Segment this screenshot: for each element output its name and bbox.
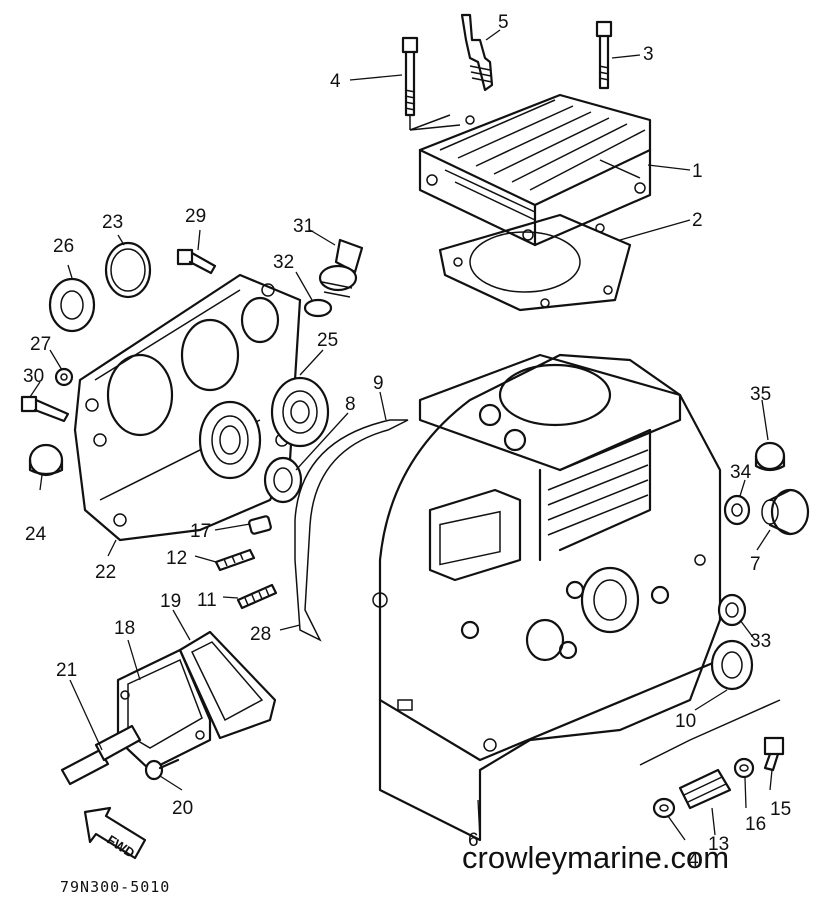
callout-17: 17 (190, 521, 211, 542)
callout-2: 2 (692, 210, 703, 231)
breather-pipe (60, 724, 142, 786)
crankcase-gasket (294, 419, 409, 642)
watermark-text: crowleymarine.com (462, 840, 730, 875)
stud-11 (236, 583, 278, 610)
callout-23: 23 (102, 212, 123, 233)
callout-28: 28 (250, 624, 271, 645)
seal-34 (723, 494, 751, 526)
bolt-30 (20, 395, 70, 423)
callout-3: 3 (643, 44, 654, 65)
callout-10: 10 (675, 711, 696, 732)
callout-5: 5 (498, 12, 509, 33)
callout-20: 20 (172, 798, 193, 819)
seal-33 (717, 593, 747, 627)
washer-27 (54, 367, 74, 387)
callout-7: 7 (750, 554, 761, 575)
fwd-arrow: FWD (83, 806, 147, 861)
callout-22: 22 (95, 562, 116, 583)
callout-30: 30 (23, 366, 44, 387)
cap-35 (754, 441, 786, 472)
oil-seal-10 (710, 639, 754, 691)
callout-15: 15 (770, 799, 791, 820)
callouts: 1 2 3 4 4 5 6 7 8 9 10 11 12 13 15 16 17… (23, 12, 791, 871)
dowel-17 (248, 515, 272, 535)
plug-7 (761, 488, 810, 536)
callout-19: 19 (160, 591, 181, 612)
plug-31 (318, 238, 364, 298)
callout-31: 31 (293, 216, 314, 237)
stud-12 (214, 548, 256, 572)
head-bolt-short (595, 20, 613, 90)
callout-13: 13 (708, 834, 729, 855)
callout-35: 35 (750, 384, 771, 405)
diagram-code: 79N300-5010 (60, 878, 171, 896)
oil-seal-26 (48, 277, 96, 333)
callout-1: 1 (692, 161, 703, 182)
callout-12: 12 (166, 548, 187, 569)
callout-11: 11 (197, 590, 217, 611)
washer-16 (733, 757, 755, 779)
crankcase-cover (73, 273, 302, 542)
cover-gasket (178, 630, 277, 740)
head-gasket (438, 213, 632, 312)
o-ring-32 (303, 298, 333, 318)
drain-fitting (678, 768, 732, 810)
leader-lines (29, 29, 781, 841)
callout-32: 32 (273, 252, 294, 273)
head-bolt-long (401, 36, 419, 117)
callout-24: 24 (25, 524, 47, 545)
screw-20 (144, 758, 180, 781)
cylinder-head (418, 93, 652, 247)
o-ring-23 (104, 241, 152, 299)
callout-6: 6 (468, 830, 479, 851)
callout-8: 8 (345, 394, 356, 415)
callout-9: 9 (373, 373, 384, 394)
callout-25: 25 (317, 330, 338, 351)
callout-16: 16 (745, 814, 766, 835)
callout-29: 29 (185, 206, 206, 227)
oil-seal-8 (263, 456, 303, 504)
callout-21: 21 (56, 660, 77, 681)
callout-4-lower: 4 (688, 850, 699, 871)
callout-33: 33 (750, 631, 771, 652)
callout-4-upper: 4 (330, 71, 341, 92)
callout-26: 26 (53, 236, 74, 257)
callout-34: 34 (730, 462, 752, 483)
bolt-15 (763, 736, 785, 772)
spark-plug (460, 13, 494, 92)
crankcase (372, 353, 722, 842)
callout-18: 18 (114, 618, 135, 639)
washer-14 (652, 797, 676, 819)
bearing-small (270, 376, 330, 448)
bearing-large (198, 400, 262, 480)
cover-plate (116, 648, 212, 772)
bolt-29 (176, 248, 217, 275)
plug-24 (28, 443, 64, 477)
callout-27: 27 (30, 334, 51, 355)
